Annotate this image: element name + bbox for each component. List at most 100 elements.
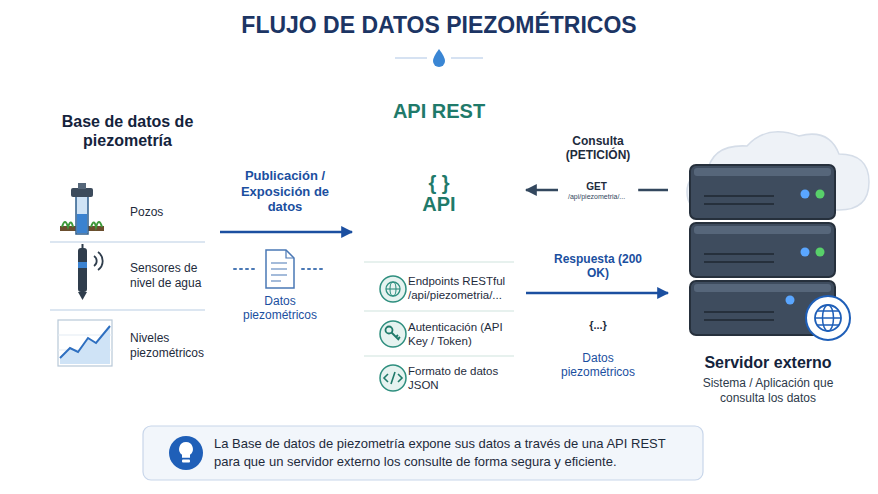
api-panel-outline <box>352 84 526 402</box>
database-cylinder-outline <box>37 100 218 402</box>
server-stack <box>690 223 835 277</box>
document-icon <box>271 263 287 281</box>
server-stack <box>694 284 831 292</box>
key-icon <box>386 327 393 334</box>
api-feature-row: Autenticación (API Key / Token) <box>360 312 520 356</box>
response-document-outline <box>581 305 615 345</box>
title-ornament <box>451 57 483 59</box>
well-icon <box>71 188 93 197</box>
edge-label: Respuesta (200 OK) <box>553 252 643 281</box>
well-icon <box>78 183 86 189</box>
response-document: {...} Datos piezométricos <box>548 304 648 384</box>
key-icon <box>392 333 401 341</box>
json-symbol: {...} <box>589 304 607 346</box>
level-chart-icon <box>58 320 112 366</box>
row-text: Pozos <box>130 205 206 220</box>
document-icon <box>286 250 294 258</box>
api-panel-outline <box>353 85 525 401</box>
globe-icon <box>386 282 400 296</box>
document-label: Datos piezométricos <box>553 351 643 380</box>
api-row-divider <box>364 261 514 262</box>
feature-text: Endpoints RESTful /api/piezometria/... <box>408 274 520 303</box>
database-row: Pozos <box>47 182 207 242</box>
edge-label: Publicación / Exposición de datos <box>229 168 341 215</box>
well-icon <box>60 183 104 234</box>
api-panel-outline <box>357 89 521 397</box>
request-document: GET/api/piezometria/... <box>562 176 634 206</box>
sensor-icon <box>94 252 103 270</box>
code-icon <box>380 365 406 391</box>
server-subtitle: Sistema / Aplicación que consulta los da… <box>688 376 848 406</box>
request-document-outline <box>563 177 633 205</box>
sensor-icon <box>78 262 87 268</box>
edge-label: Consulta (PETICIÓN) <box>553 134 643 163</box>
database-cylinder: PozosSensores de nivel de aguaNiveles pi… <box>35 82 220 404</box>
code-icon <box>384 372 402 384</box>
server-stack <box>704 312 774 320</box>
caption-text: La Base de datos de piezometría expone s… <box>214 435 694 470</box>
database-row: Sensores de nivel de agua <box>47 242 207 310</box>
globe-badge <box>806 296 850 340</box>
caption-box <box>179 442 193 458</box>
feature-text: Autenticación (API Key / Token) <box>408 320 520 349</box>
key-icon <box>380 321 406 347</box>
api-row-divider <box>364 355 514 356</box>
server-stack <box>704 254 774 262</box>
api-title: API REST <box>393 99 485 123</box>
well-icon <box>76 196 88 234</box>
api-panel: { }API Endpoints RESTful /api/piezometria… <box>352 84 526 402</box>
data-flow-arrow <box>220 231 352 234</box>
globe-badge <box>815 305 841 331</box>
server-stack <box>801 248 810 257</box>
sensor-icon <box>78 244 103 300</box>
server-stack <box>816 248 825 257</box>
code-icon <box>380 365 406 391</box>
database-row-divider <box>50 309 205 310</box>
database-row-divider <box>50 241 205 242</box>
document-label: Datos piezométricos <box>230 294 330 323</box>
request-path: /api/piezometria/... <box>568 193 625 201</box>
database-cylinder-outline <box>37 84 218 116</box>
key-icon <box>380 321 406 347</box>
globe-icon <box>380 276 406 302</box>
server-stack <box>694 226 831 234</box>
data-flow-arrow <box>526 292 668 295</box>
server-stack <box>694 168 831 176</box>
globe-badge <box>815 311 841 325</box>
api-gear: { }API <box>389 144 489 244</box>
database-row-divider <box>50 242 205 310</box>
well-icon <box>77 214 87 233</box>
level-chart-icon <box>58 320 112 366</box>
api-gear-outline <box>391 146 487 242</box>
caption-holder: La Base de datos de piezometría expone s… <box>214 426 694 480</box>
response-document-outline <box>581 305 615 345</box>
response-document-outline <box>607 305 615 313</box>
document-icon <box>266 250 294 288</box>
api-feature-row: Endpoints RESTful /api/piezometria/... <box>360 266 520 310</box>
caption-box <box>169 436 203 470</box>
server-stack <box>816 190 825 199</box>
row-text: Sensores de nivel de agua <box>130 261 206 291</box>
title-ornament <box>395 57 427 59</box>
server-stack <box>690 165 835 219</box>
request-document-outline <box>625 177 633 185</box>
level-chart-icon <box>60 326 110 364</box>
title-ornament <box>433 49 445 67</box>
server-stack <box>801 190 810 199</box>
external-server: Servidor externoSistema / Aplicación que… <box>668 140 868 410</box>
level-chart-icon <box>60 326 110 358</box>
gear-symbol: { } <box>428 173 449 194</box>
database-title: Base de datos de piezometría <box>53 112 203 150</box>
server-title: Servidor externo <box>704 353 831 372</box>
sensor-icon <box>78 248 87 292</box>
gear-label: API <box>422 194 455 215</box>
feature-text: Formato de datos JSON <box>408 364 520 393</box>
globe-icon <box>380 276 406 302</box>
document-icon <box>234 250 326 288</box>
api-row-divider <box>364 310 514 311</box>
globe-badge <box>806 296 850 340</box>
http-method: GET <box>586 181 607 193</box>
sensor-icon <box>78 292 87 300</box>
